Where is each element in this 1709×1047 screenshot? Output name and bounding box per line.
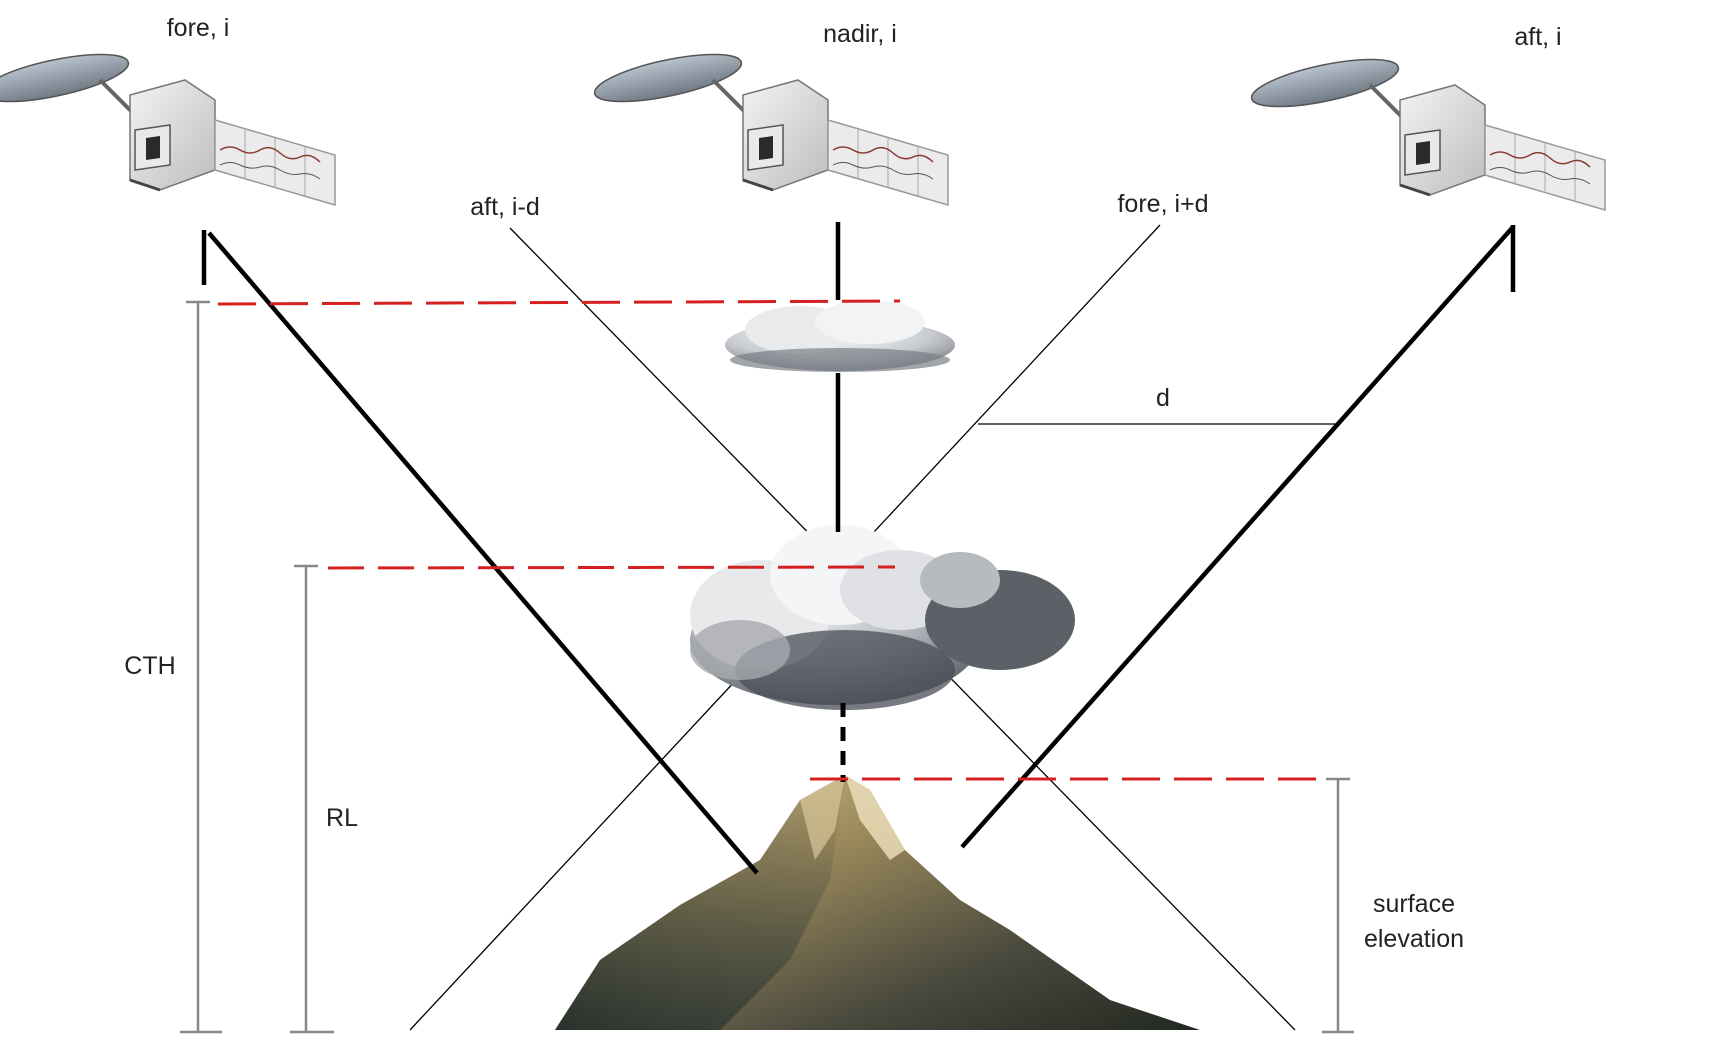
nadir-i-label: nadir, i (823, 20, 897, 48)
surface-elevation-bracket (1322, 777, 1354, 1034)
mountain-icon (555, 775, 1200, 1030)
rl-height-line (327, 565, 896, 570)
fore-view-ray (207, 231, 759, 875)
cth-bracket (180, 300, 222, 1034)
cloud-icon (725, 300, 955, 372)
aft-i-label: aft, i (1514, 23, 1561, 51)
cth-height-line (217, 299, 901, 306)
aft-view-ray (960, 225, 1515, 849)
satellite-icon (0, 42, 337, 208)
cth-label: CTH (124, 652, 175, 680)
aft-i-minus-d-label: aft, i-d (470, 193, 539, 221)
satellite-icon (1245, 47, 1607, 213)
surface-elevation-label-line1: surface (1373, 890, 1455, 918)
cloud-icon (690, 525, 1075, 710)
d-label: d (1156, 384, 1170, 412)
satellite-icon (588, 42, 950, 208)
rl-bracket (290, 564, 334, 1034)
fore-i-label: fore, i (167, 14, 230, 42)
fore-i-plus-d-label: fore, i+d (1117, 190, 1208, 218)
rl-label: RL (326, 804, 358, 832)
surface-elevation-label-line2: elevation (1364, 925, 1464, 953)
